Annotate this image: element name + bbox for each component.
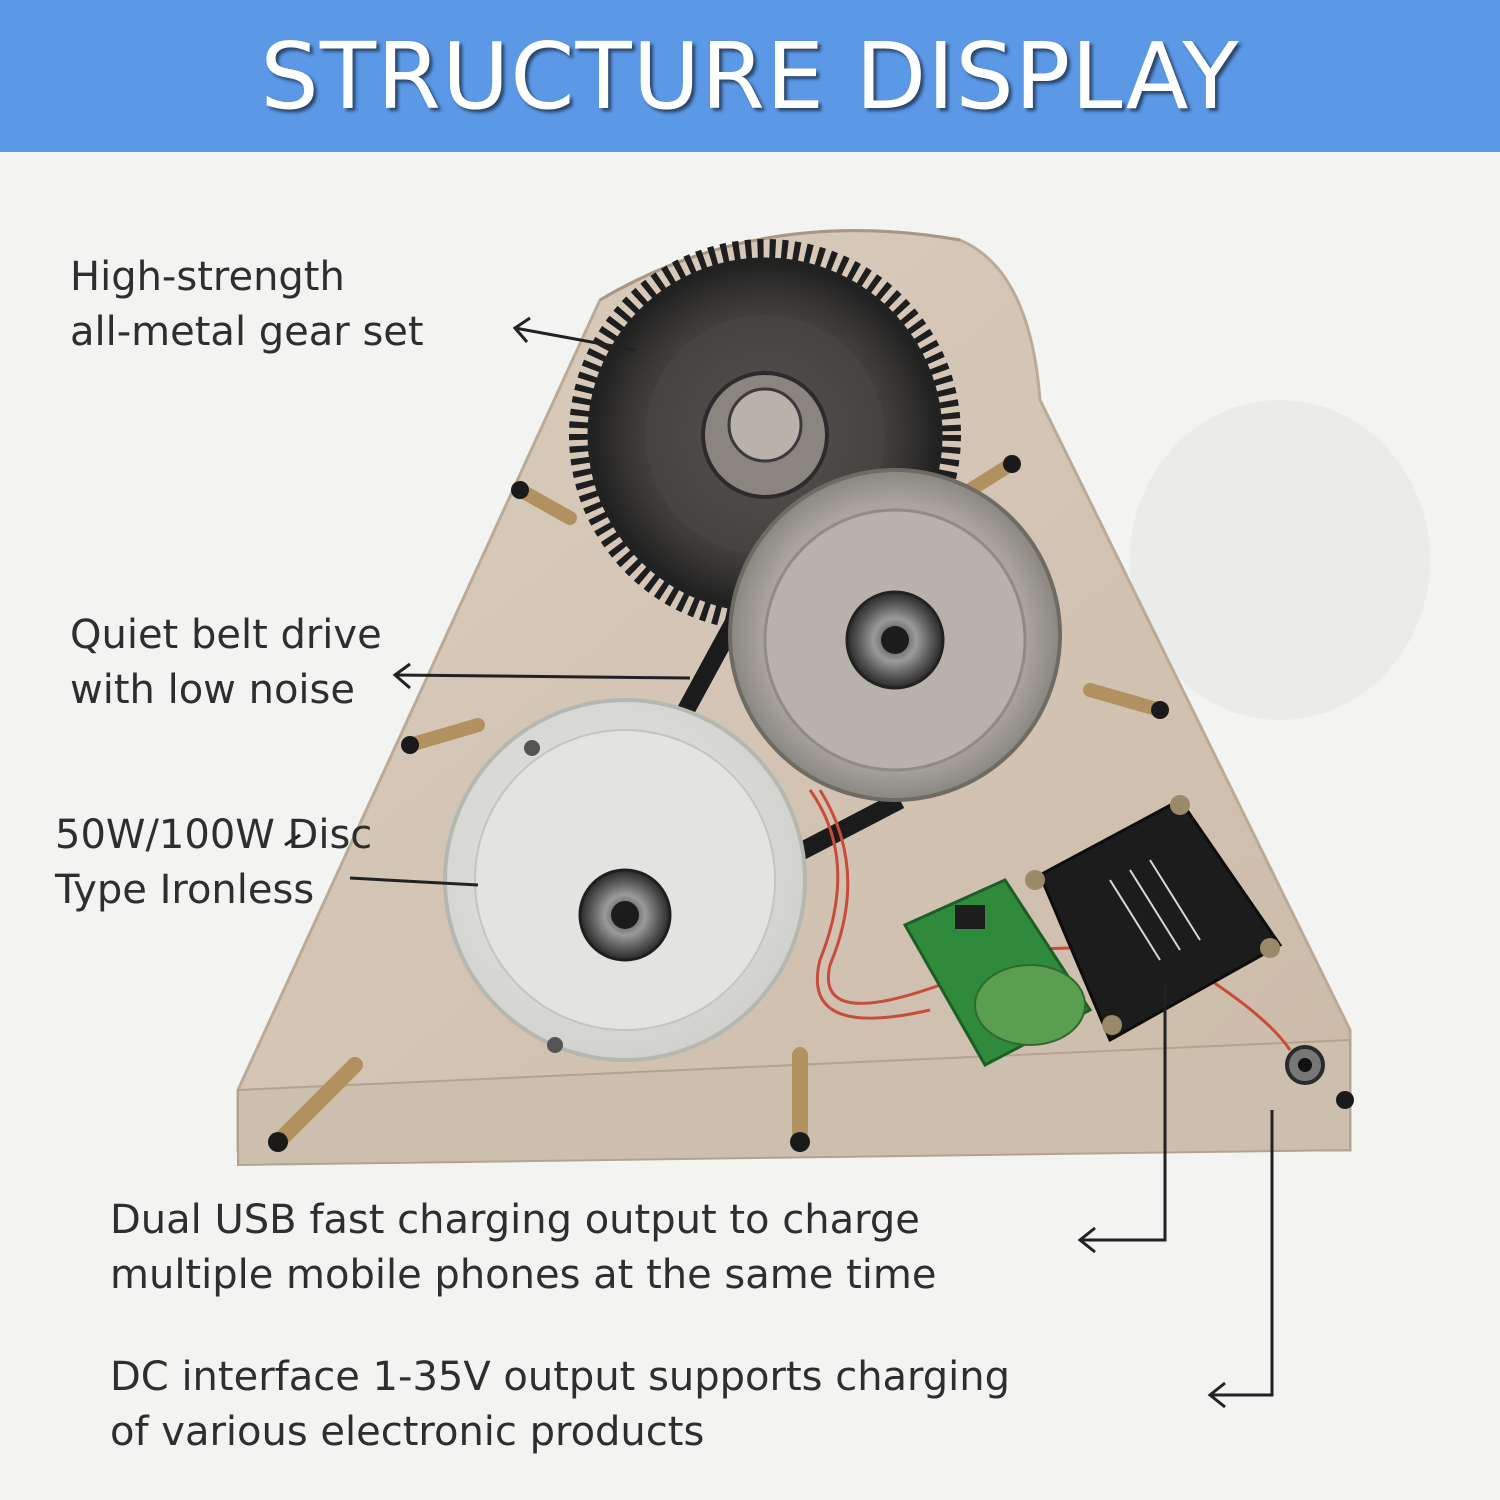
generator-illustration: [0, 152, 1500, 1500]
dc-interface-label-line1: DC interface 1-35V output supports charg…: [110, 1354, 1011, 1400]
motor-label-line2: Type Ironless: [55, 867, 315, 913]
belt-drive-label-line1: Quiet belt drive: [70, 612, 382, 658]
dc-jack-icon: [1285, 1045, 1325, 1085]
gear-set-label: High-strength all-metal gear set: [70, 250, 424, 360]
dc-interface-label: DC interface 1-35V output supports charg…: [110, 1350, 1010, 1460]
usb-output-label: Dual USB fast charging output to charge …: [110, 1193, 936, 1303]
pulley-icon: [728, 468, 1062, 802]
green-board: [902, 878, 1093, 1067]
standoff-screws: [268, 455, 1354, 1152]
header-banner: STRUCTURE DISPLAY: [0, 0, 1500, 152]
circuit-board-icon: [1025, 795, 1283, 1043]
motor-disc-icon: [443, 698, 807, 1062]
belt-drive-label: Quiet belt drive with low noise: [70, 608, 382, 718]
page-title: STRUCTURE DISPLAY: [260, 22, 1240, 130]
belt-drive-label-line2: with low noise: [70, 667, 355, 713]
motor-label: 50W/100W Disc Type Ironless: [55, 808, 372, 918]
brass-standoffs: [272, 458, 1167, 1148]
leader-lines: [284, 316, 1274, 1409]
background-shadow: [1130, 400, 1430, 720]
usb-output-label-line1: Dual USB fast charging output to charge: [110, 1197, 920, 1243]
plate-top-arc: [599, 229, 961, 302]
motor-label-line1: 50W/100W Disc: [55, 812, 373, 858]
gear-set-label-line2: all-metal gear set: [70, 309, 424, 355]
dc-interface-label-line2: of various electronic products: [110, 1409, 705, 1455]
gear-set-label-line1: High-strength: [70, 254, 345, 300]
usb-output-label-line2: multiple mobile phones at the same time: [110, 1252, 937, 1298]
